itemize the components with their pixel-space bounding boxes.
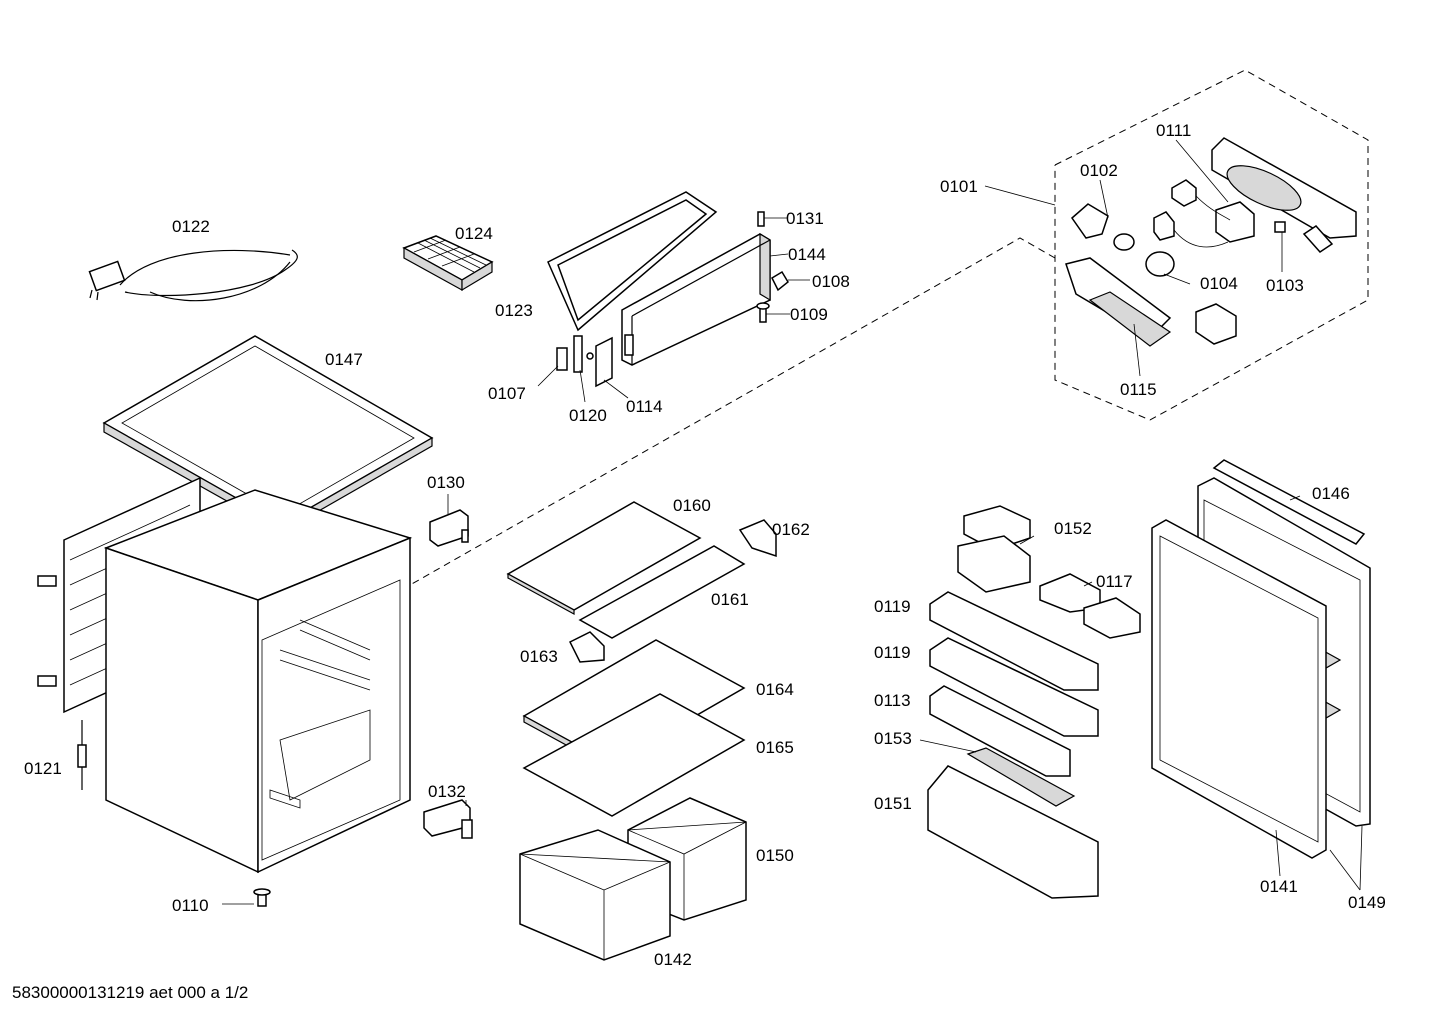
label-0165: 0165 (756, 738, 794, 757)
label-0122: 0122 (172, 217, 210, 236)
label-0130: 0130 (427, 473, 465, 492)
label-0151: 0151 (874, 794, 912, 813)
cabinet-drawing (103, 489, 413, 874)
label-0119-lower: 0119 (874, 643, 911, 662)
ice-tray-drawing (402, 235, 494, 292)
label-0114: 0114 (626, 397, 663, 416)
crisper-drawers-drawing (519, 797, 747, 961)
label-0132: 0132 (428, 782, 466, 801)
label-0142: 0142 (654, 950, 692, 969)
hinges-feet-drawing (253, 509, 473, 907)
label-0161: 0161 (711, 590, 749, 609)
label-0141: 0141 (1260, 877, 1298, 896)
label-0109: 0109 (790, 305, 828, 324)
fridge-door-drawing (1151, 459, 1371, 859)
label-0146: 0146 (1312, 484, 1350, 503)
drawing-reference-footer: 58300000131219 aet 000 a 1/2 (12, 983, 248, 1002)
label-0131: 0131 (786, 209, 824, 228)
label-0152: 0152 (1054, 519, 1092, 538)
label-0107: 0107 (488, 384, 526, 403)
label-0111: 0111 (1156, 121, 1191, 140)
label-0160: 0160 (673, 496, 711, 515)
label-0119-upper: 0119 (874, 597, 911, 616)
power-cord-drawing (88, 249, 298, 302)
label-0113: 0113 (874, 691, 911, 710)
label-0163: 0163 (520, 647, 558, 666)
shelves-drawing (506, 501, 777, 817)
label-0120: 0120 (569, 406, 607, 425)
light-thermostat-assembly-drawing (1065, 137, 1357, 347)
label-0117: 0117 (1096, 572, 1133, 591)
label-0147: 0147 (325, 350, 363, 369)
label-0102: 0102 (1080, 161, 1118, 180)
label-0164: 0164 (756, 680, 794, 699)
leader-lines (222, 139, 1363, 905)
label-0153: 0153 (874, 729, 912, 748)
part-labels: 0101 0102 0111 0104 0103 0115 0122 0124 … (24, 121, 1386, 969)
label-0162: 0162 (772, 520, 810, 539)
label-0121: 0121 (24, 759, 62, 778)
label-0144: 0144 (788, 245, 826, 264)
freezer-gasket-drawing (547, 191, 718, 332)
label-0110: 0110 (172, 896, 209, 915)
assembly-guide-lines (409, 69, 1369, 586)
hinge-parts-drawing (556, 335, 613, 388)
label-0123: 0123 (495, 301, 533, 320)
label-0101: 0101 (940, 177, 978, 196)
label-0150: 0150 (756, 846, 794, 865)
freezer-door-drawing (621, 232, 771, 366)
label-0104: 0104 (1200, 274, 1238, 293)
label-0124: 0124 (455, 224, 493, 243)
label-0149: 0149 (1348, 893, 1386, 912)
label-0115: 0115 (1120, 380, 1157, 399)
label-0108: 0108 (812, 272, 850, 291)
door-bins-drawing (927, 505, 1141, 899)
label-0103: 0103 (1266, 276, 1304, 295)
